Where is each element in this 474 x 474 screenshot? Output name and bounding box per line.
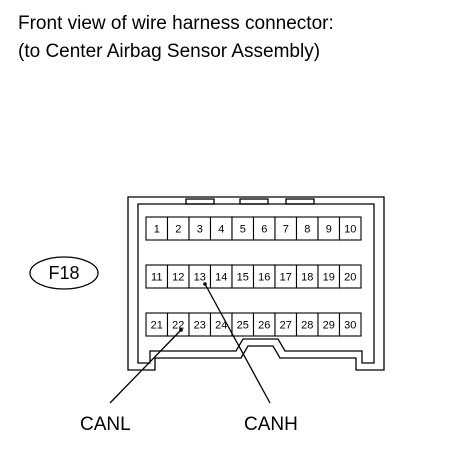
pin-number-4: 4 <box>218 224 224 236</box>
diagram-title-line-2: (to Center Airbag Sensor Assembly) <box>18 41 321 62</box>
canh-leader-dot <box>203 282 207 286</box>
pin-number-29: 29 <box>323 320 335 332</box>
pin-number-14: 14 <box>215 272 227 284</box>
pin-number-9: 9 <box>326 224 332 236</box>
pin-number-20: 20 <box>344 272 356 284</box>
pin-number-23: 23 <box>194 320 206 332</box>
canh-leader-line <box>204 283 271 404</box>
connector-id-label: F18 <box>48 263 79 283</box>
connector-housing <box>127 196 385 371</box>
connector-id-ellipse <box>29 256 99 290</box>
pin-number-26: 26 <box>258 320 270 332</box>
pin-number-28: 28 <box>301 320 313 332</box>
pin-number-25: 25 <box>237 320 249 332</box>
pin-cell-10 <box>338 216 362 241</box>
canl-label: CANL <box>80 414 131 435</box>
connector-id-badge: F18 <box>29 256 99 290</box>
pin-number-30: 30 <box>344 320 356 332</box>
pin-number-3: 3 <box>197 224 203 236</box>
pin-number-5: 5 <box>240 224 246 236</box>
pin-cell-30 <box>338 312 362 337</box>
pin-cell-20 <box>338 264 362 289</box>
pin-number-10: 10 <box>344 224 356 236</box>
pin-number-21: 21 <box>151 320 163 332</box>
pin-number-11: 11 <box>151 272 162 284</box>
canl-leader-dot <box>179 328 183 332</box>
pin-number-24: 24 <box>215 320 227 332</box>
pin-number-1: 1 <box>154 224 160 236</box>
pin-number-19: 19 <box>323 272 335 284</box>
canh-label: CANH <box>244 414 298 435</box>
pin-number-16: 16 <box>258 272 270 284</box>
pin-number-2: 2 <box>175 224 181 236</box>
pin-number-7: 7 <box>283 224 289 236</box>
pin-number-13: 13 <box>194 272 206 284</box>
pin-number-15: 15 <box>237 272 249 284</box>
canl-leader-line <box>109 329 182 404</box>
pin-number-18: 18 <box>301 272 313 284</box>
pin-number-12: 12 <box>172 272 184 284</box>
pin-number-8: 8 <box>304 224 310 236</box>
pin-number-6: 6 <box>261 224 267 236</box>
pin-number-17: 17 <box>280 272 292 284</box>
diagram-title-line-1: Front view of wire harness connector: <box>18 13 334 34</box>
pin-number-27: 27 <box>280 320 292 332</box>
